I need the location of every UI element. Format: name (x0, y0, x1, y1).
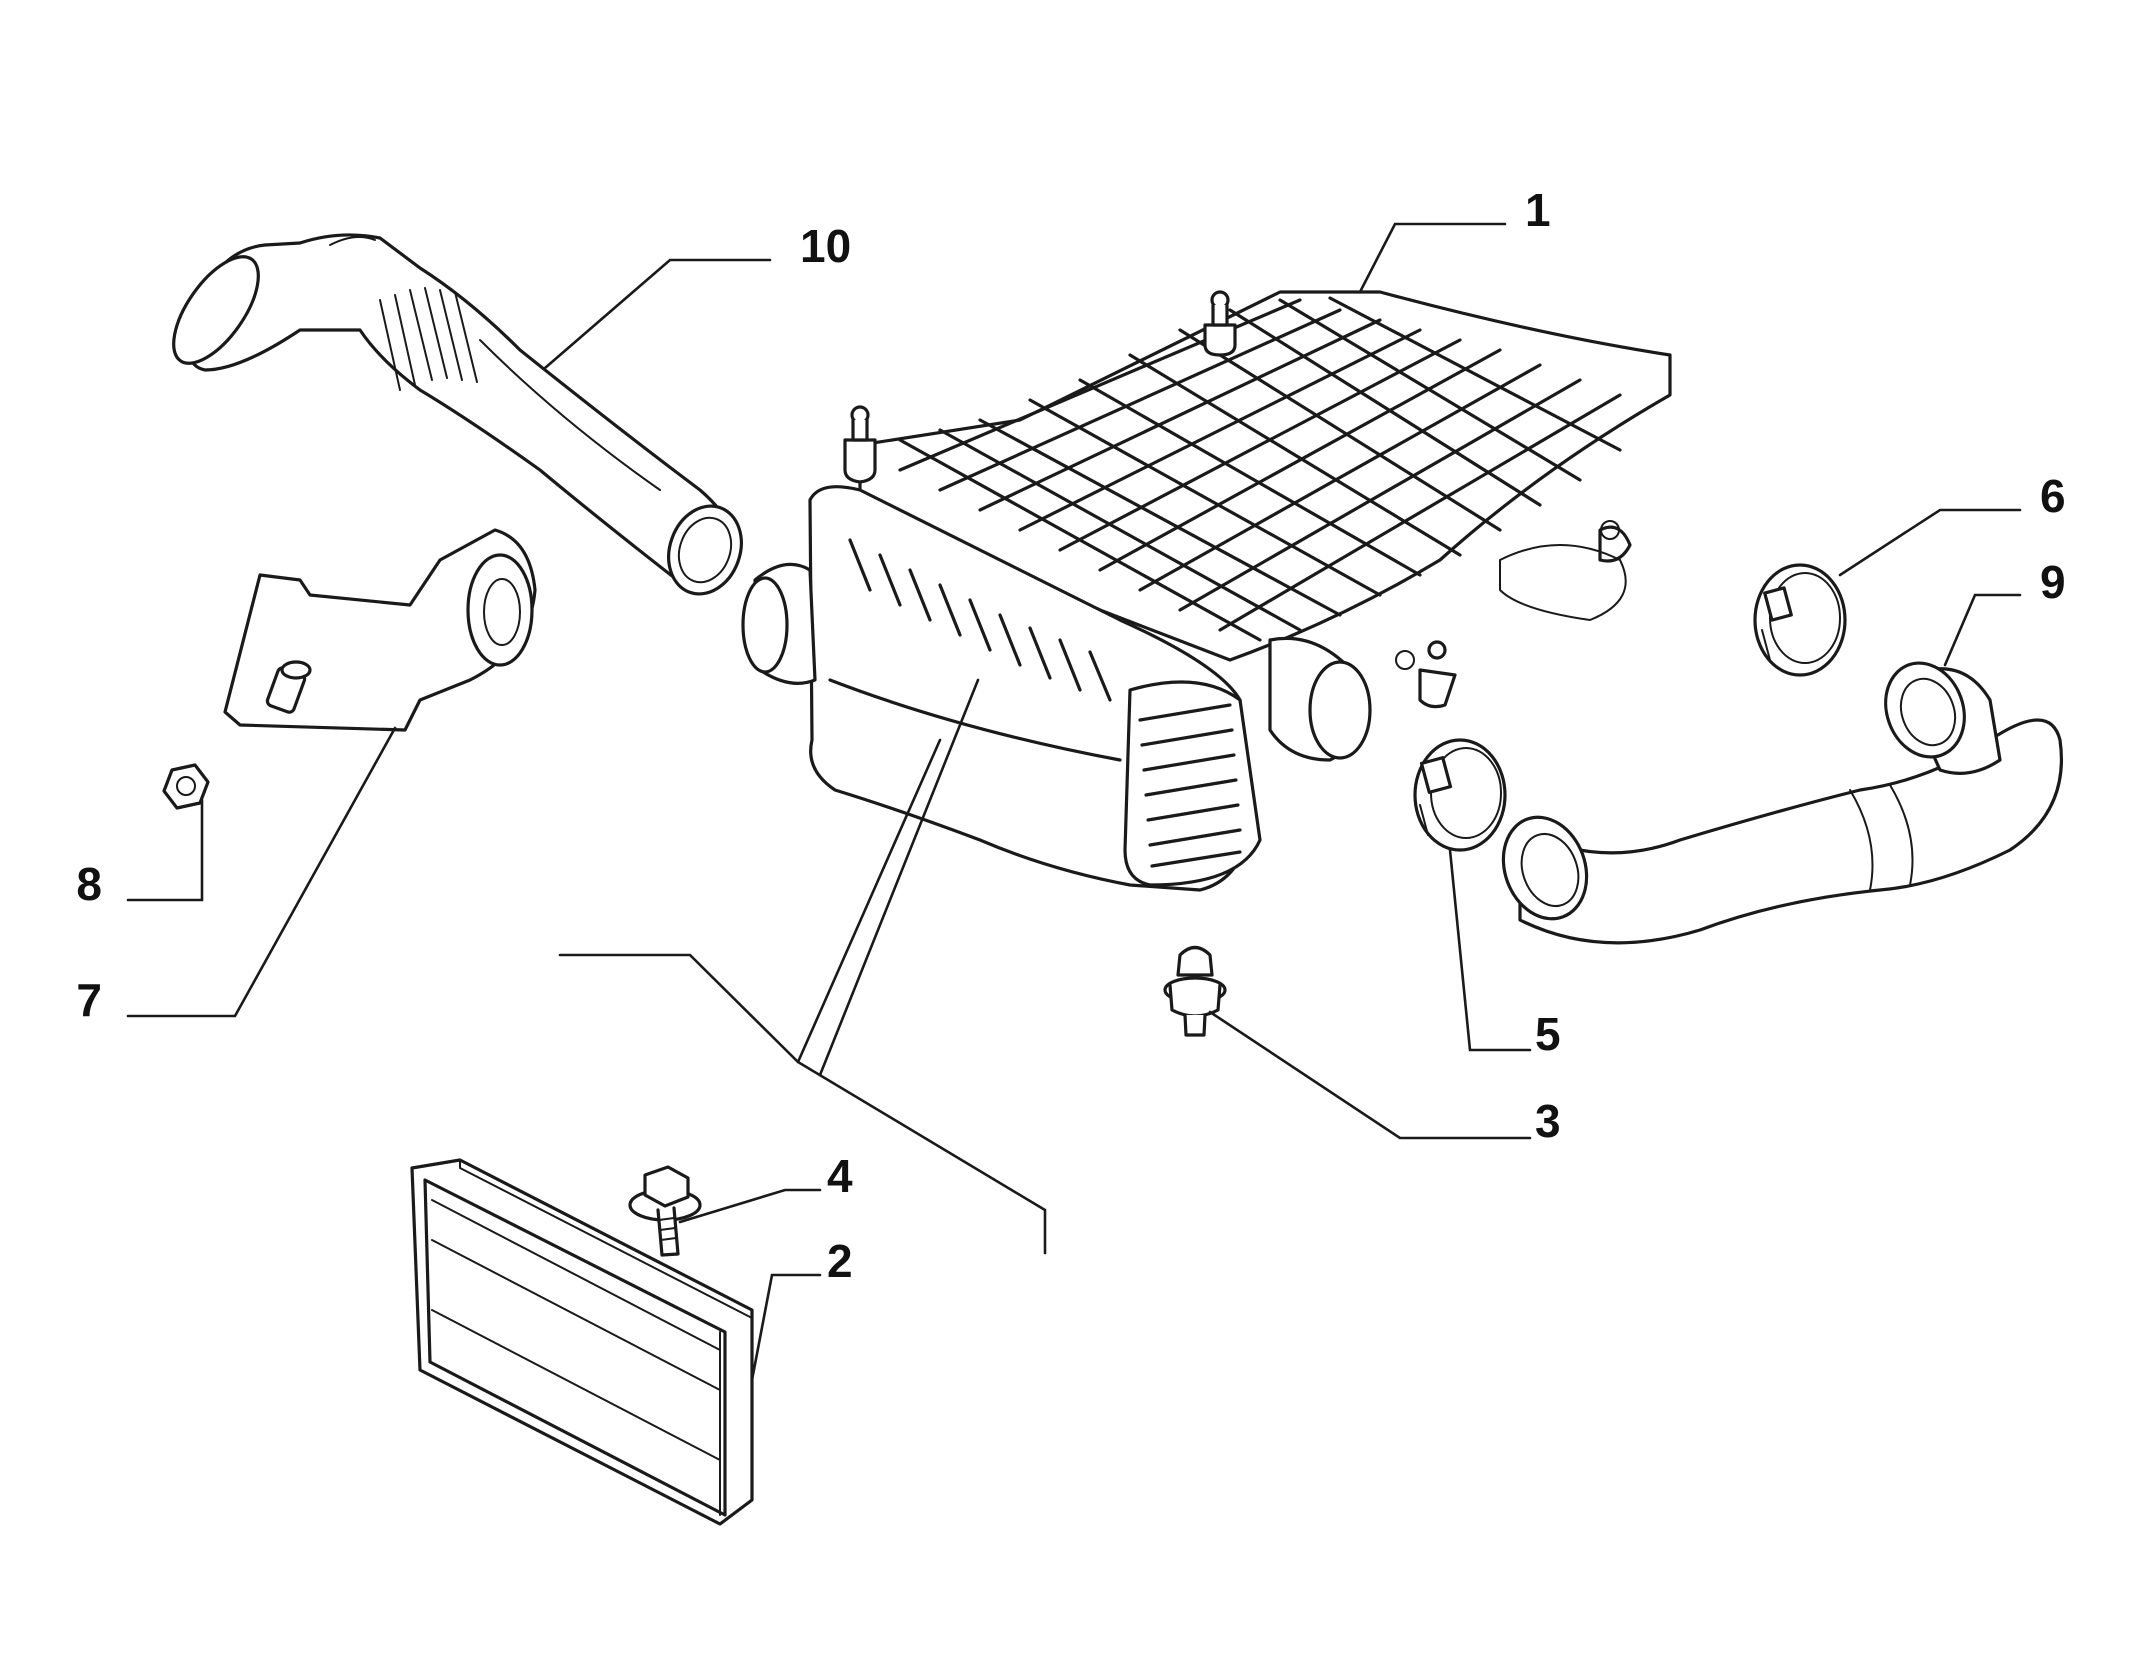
leader-lines (126, 222, 2022, 1382)
part-10-intake-duct (172, 233, 743, 596)
callout-9: 9 (2040, 556, 2066, 608)
leader-7 (126, 726, 397, 1018)
part-5-clamp (1413, 738, 1507, 852)
callout-3: 3 (1535, 1095, 1561, 1147)
callout-8: 8 (76, 858, 102, 910)
leader-6 (1838, 508, 2022, 577)
part-1-housing (741, 290, 1672, 892)
part-9-hose (1501, 661, 2063, 945)
leader-1 (1358, 222, 1507, 294)
leader-5 (1448, 848, 1532, 1052)
part-6-clamp (1753, 563, 1847, 677)
part-4-bolt (628, 1165, 702, 1257)
part-8-nut (162, 763, 210, 810)
callout-7: 7 (76, 974, 102, 1026)
callout-6: 6 (2040, 470, 2066, 522)
leader-2 (750, 1273, 822, 1382)
callout-10: 10 (800, 220, 851, 272)
part-7-bracket (223, 528, 537, 732)
callout-labels: 1 10 6 9 5 3 4 2 8 7 (76, 184, 2065, 1287)
callout-4: 4 (827, 1150, 853, 1202)
leader-1a (796, 738, 942, 1064)
part-2-filter-element (410, 1158, 754, 1526)
leader-3 (1208, 1010, 1532, 1140)
leader-10 (543, 258, 772, 370)
part-3-push-clip (1163, 945, 1227, 1037)
callout-5: 5 (1535, 1008, 1561, 1060)
callout-1: 1 (1525, 184, 1551, 236)
callout-2: 2 (827, 1235, 853, 1287)
leader-4 (678, 1188, 822, 1224)
leader-8 (126, 798, 204, 902)
leader-1b (818, 678, 980, 1077)
leader-9 (1943, 593, 2022, 667)
